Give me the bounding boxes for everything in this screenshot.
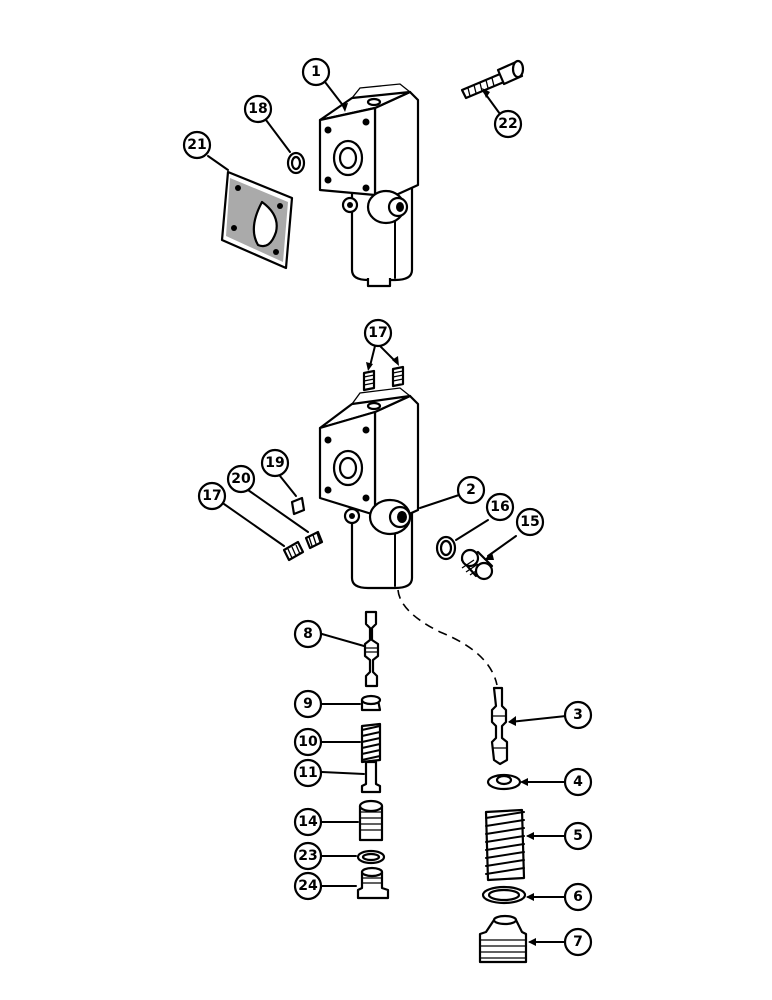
gasket — [207, 155, 294, 270]
callout-10: 10 — [293, 727, 323, 757]
cap-4 — [486, 773, 567, 791]
plug-24 — [321, 866, 390, 900]
svg-text:9: 9 — [303, 696, 313, 712]
svg-text:14: 14 — [298, 814, 318, 830]
svg-text:10: 10 — [298, 734, 318, 750]
valve-body-assembly — [318, 81, 420, 288]
svg-text:2: 2 — [466, 482, 476, 498]
svg-text:20: 20 — [231, 471, 251, 487]
svg-text:1: 1 — [311, 64, 321, 80]
svg-text:3: 3 — [573, 707, 583, 723]
svg-text:24: 24 — [298, 878, 318, 894]
callout-9: 9 — [293, 689, 323, 719]
callout-5: 5 — [563, 821, 593, 851]
callout-6: 6 — [563, 882, 593, 912]
svg-text:16: 16 — [490, 499, 509, 515]
callout-18: 18 — [243, 94, 273, 124]
spring-5 — [484, 808, 567, 882]
svg-text:11: 11 — [298, 765, 317, 781]
pin-11 — [321, 760, 382, 794]
callout-3: 3 — [563, 700, 593, 730]
callout-8: 8 — [293, 619, 323, 649]
callout-17-left: 17 — [197, 481, 227, 511]
spool-3 — [490, 686, 567, 766]
callout-4: 4 — [563, 767, 593, 797]
callout-24: 24 — [293, 871, 323, 901]
nut-9 — [321, 694, 382, 712]
spring-10 — [321, 722, 382, 764]
o-ring-23 — [321, 849, 386, 865]
callout-15: 15 — [515, 507, 545, 537]
callout-2: 2 — [456, 475, 486, 505]
set-screws-17-top — [362, 345, 405, 392]
svg-text:8: 8 — [303, 626, 313, 642]
callout-20: 20 — [226, 464, 256, 494]
svg-text:19: 19 — [265, 455, 284, 471]
o-ring-18 — [265, 119, 306, 175]
spool-8 — [321, 610, 380, 688]
callout-22: 22 — [493, 109, 523, 139]
callout-21: 21 — [182, 130, 212, 160]
callout-23: 23 — [293, 841, 323, 871]
callout-7: 7 — [563, 927, 593, 957]
svg-text:18: 18 — [248, 101, 267, 117]
svg-text:22: 22 — [498, 116, 517, 132]
callout-16: 16 — [485, 492, 515, 522]
callout-17-top: 17 — [363, 318, 393, 348]
svg-text:6: 6 — [573, 889, 583, 905]
plug-15 — [460, 535, 517, 581]
svg-text:15: 15 — [520, 514, 539, 530]
svg-text:23: 23 — [298, 848, 317, 864]
ring-6 — [481, 885, 567, 905]
svg-text:17: 17 — [368, 325, 387, 341]
svg-text:21: 21 — [187, 137, 206, 153]
callout-11: 11 — [293, 758, 323, 788]
callout-14: 14 — [293, 807, 323, 837]
callout-19: 19 — [260, 448, 290, 478]
small-parts-left — [223, 475, 324, 562]
callout-1: 1 — [301, 57, 331, 87]
plug-7 — [478, 914, 567, 964]
bolt-22 — [460, 59, 525, 115]
valve-housing-assembly — [318, 387, 498, 686]
svg-text:5: 5 — [573, 828, 583, 844]
svg-text:4: 4 — [573, 774, 583, 790]
sleeve-14 — [321, 799, 384, 842]
o-ring-16 — [435, 519, 489, 561]
svg-text:17: 17 — [202, 488, 221, 504]
svg-text:7: 7 — [573, 934, 583, 950]
